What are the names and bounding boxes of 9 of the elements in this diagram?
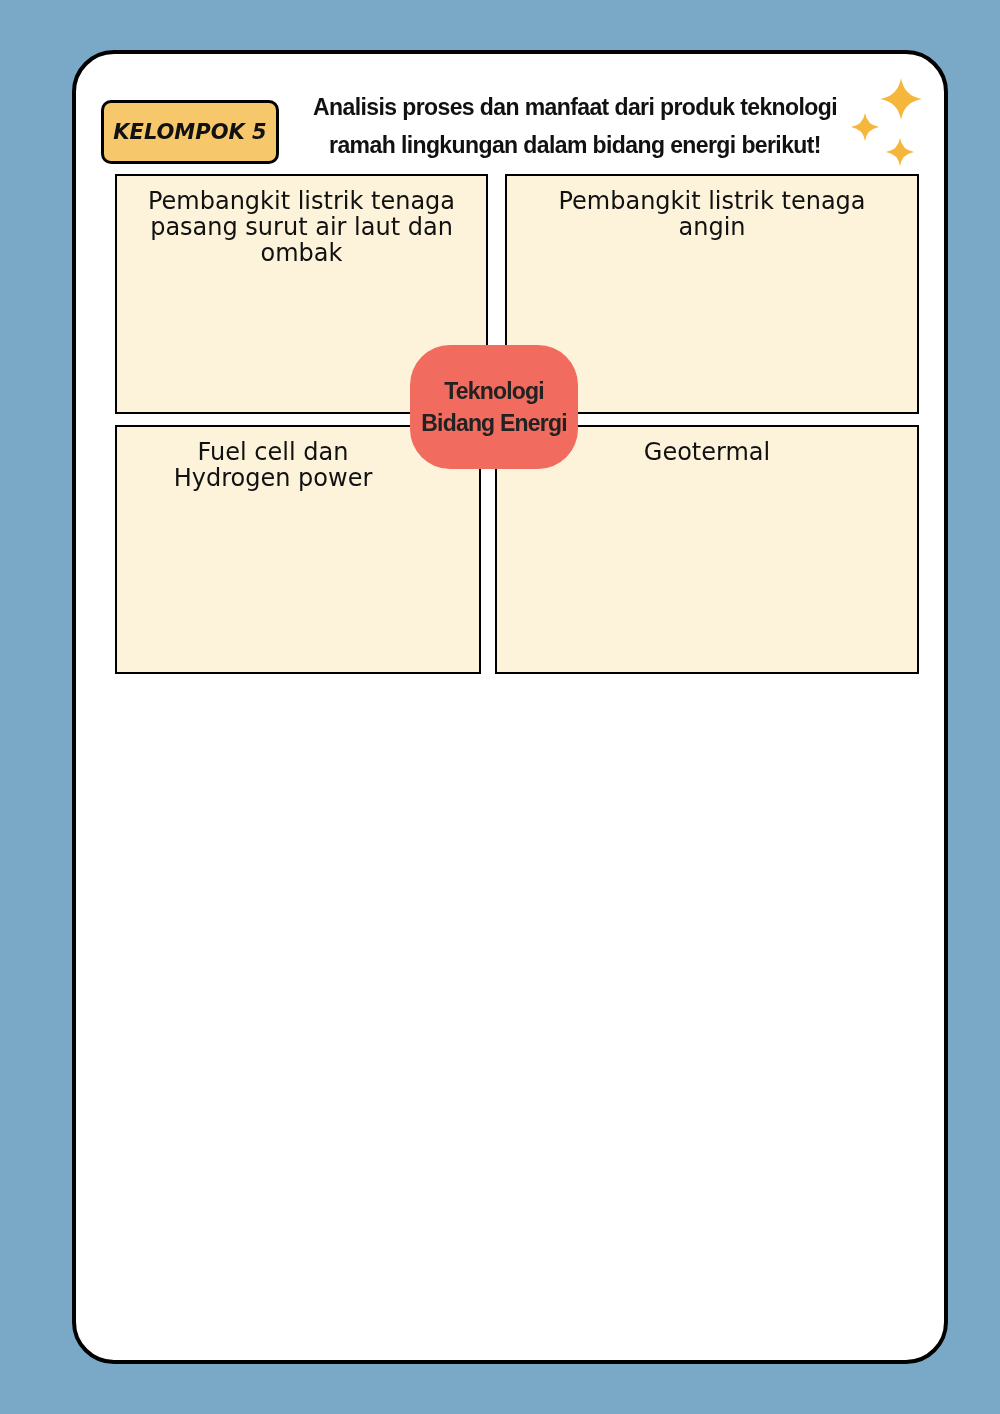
topic-label: Teknologi Bidang Energi — [420, 377, 568, 438]
group-label: KELOMPOK 5 — [113, 120, 267, 144]
topic-bubble — [410, 345, 578, 469]
box-heading: Fuel cell dan Hydrogen power — [172, 439, 374, 491]
box-heading: Pembangkit listrik tenaga pasang surut air laut dan ombak — [146, 188, 457, 266]
title-text: Analisis proses dan manfaat dari produk teknologi ramah lingkungan dalam bidang energi berikut! — [312, 93, 838, 160]
box-heading: Geotermal — [642, 439, 772, 465]
group-badge — [101, 100, 279, 164]
box-heading: Pembangkit listrik tenaga angin — [557, 188, 867, 240]
